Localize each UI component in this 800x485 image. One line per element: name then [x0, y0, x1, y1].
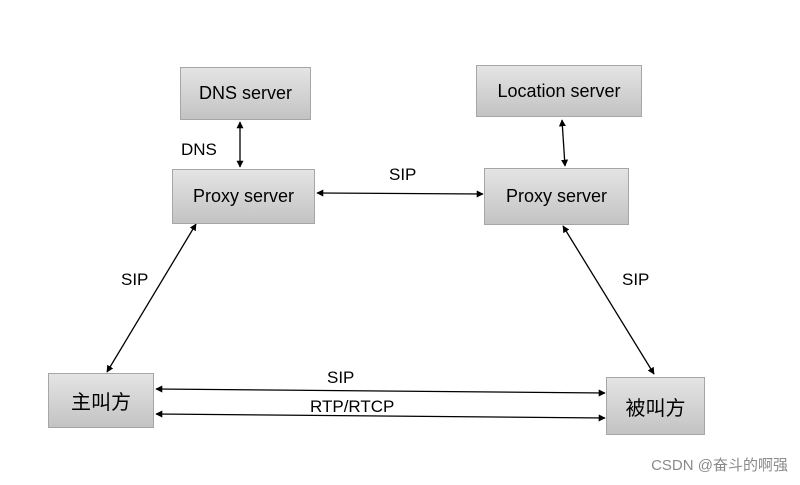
dns-server-label: DNS server	[198, 83, 292, 103]
location-server-label: Location server	[497, 80, 621, 101]
proxy-to-proxy-arrow	[316, 189, 484, 198]
caller-callee-sip-edge-label: SIP	[327, 368, 355, 387]
dns-edge-label: DNS	[181, 140, 217, 159]
caller-label: 主叫方	[71, 390, 131, 414]
location-server-node: Location server	[476, 65, 642, 117]
watermark: CSDN @奋斗的啊强	[651, 457, 788, 474]
callee-label: 被叫方	[625, 395, 686, 420]
proxy-server-right-label: Proxy server	[505, 186, 608, 206]
callee-to-proxy-arrow	[562, 225, 655, 375]
callee-node: 被叫方	[606, 377, 705, 435]
caller-callee-media-edge-label: RTP/RTCP	[310, 397, 395, 416]
caller-callee-sip-arrow	[155, 385, 606, 397]
dns-server-node: DNS server	[180, 67, 311, 120]
location-arrow	[558, 119, 569, 167]
proxy-proxy-edge-label: SIP	[389, 165, 417, 184]
caller-to-proxy-arrow	[106, 223, 197, 373]
caller-callee-media-arrow	[155, 410, 606, 422]
proxy-server-left-label: Proxy server	[192, 186, 295, 206]
callee-proxy-edge-label: SIP	[622, 270, 650, 289]
proxy-server-left-node: Proxy server	[172, 169, 315, 224]
caller-proxy-edge-label: SIP	[121, 270, 149, 289]
proxy-server-right-node: Proxy server	[484, 168, 629, 225]
caller-node: 主叫方	[48, 373, 154, 428]
